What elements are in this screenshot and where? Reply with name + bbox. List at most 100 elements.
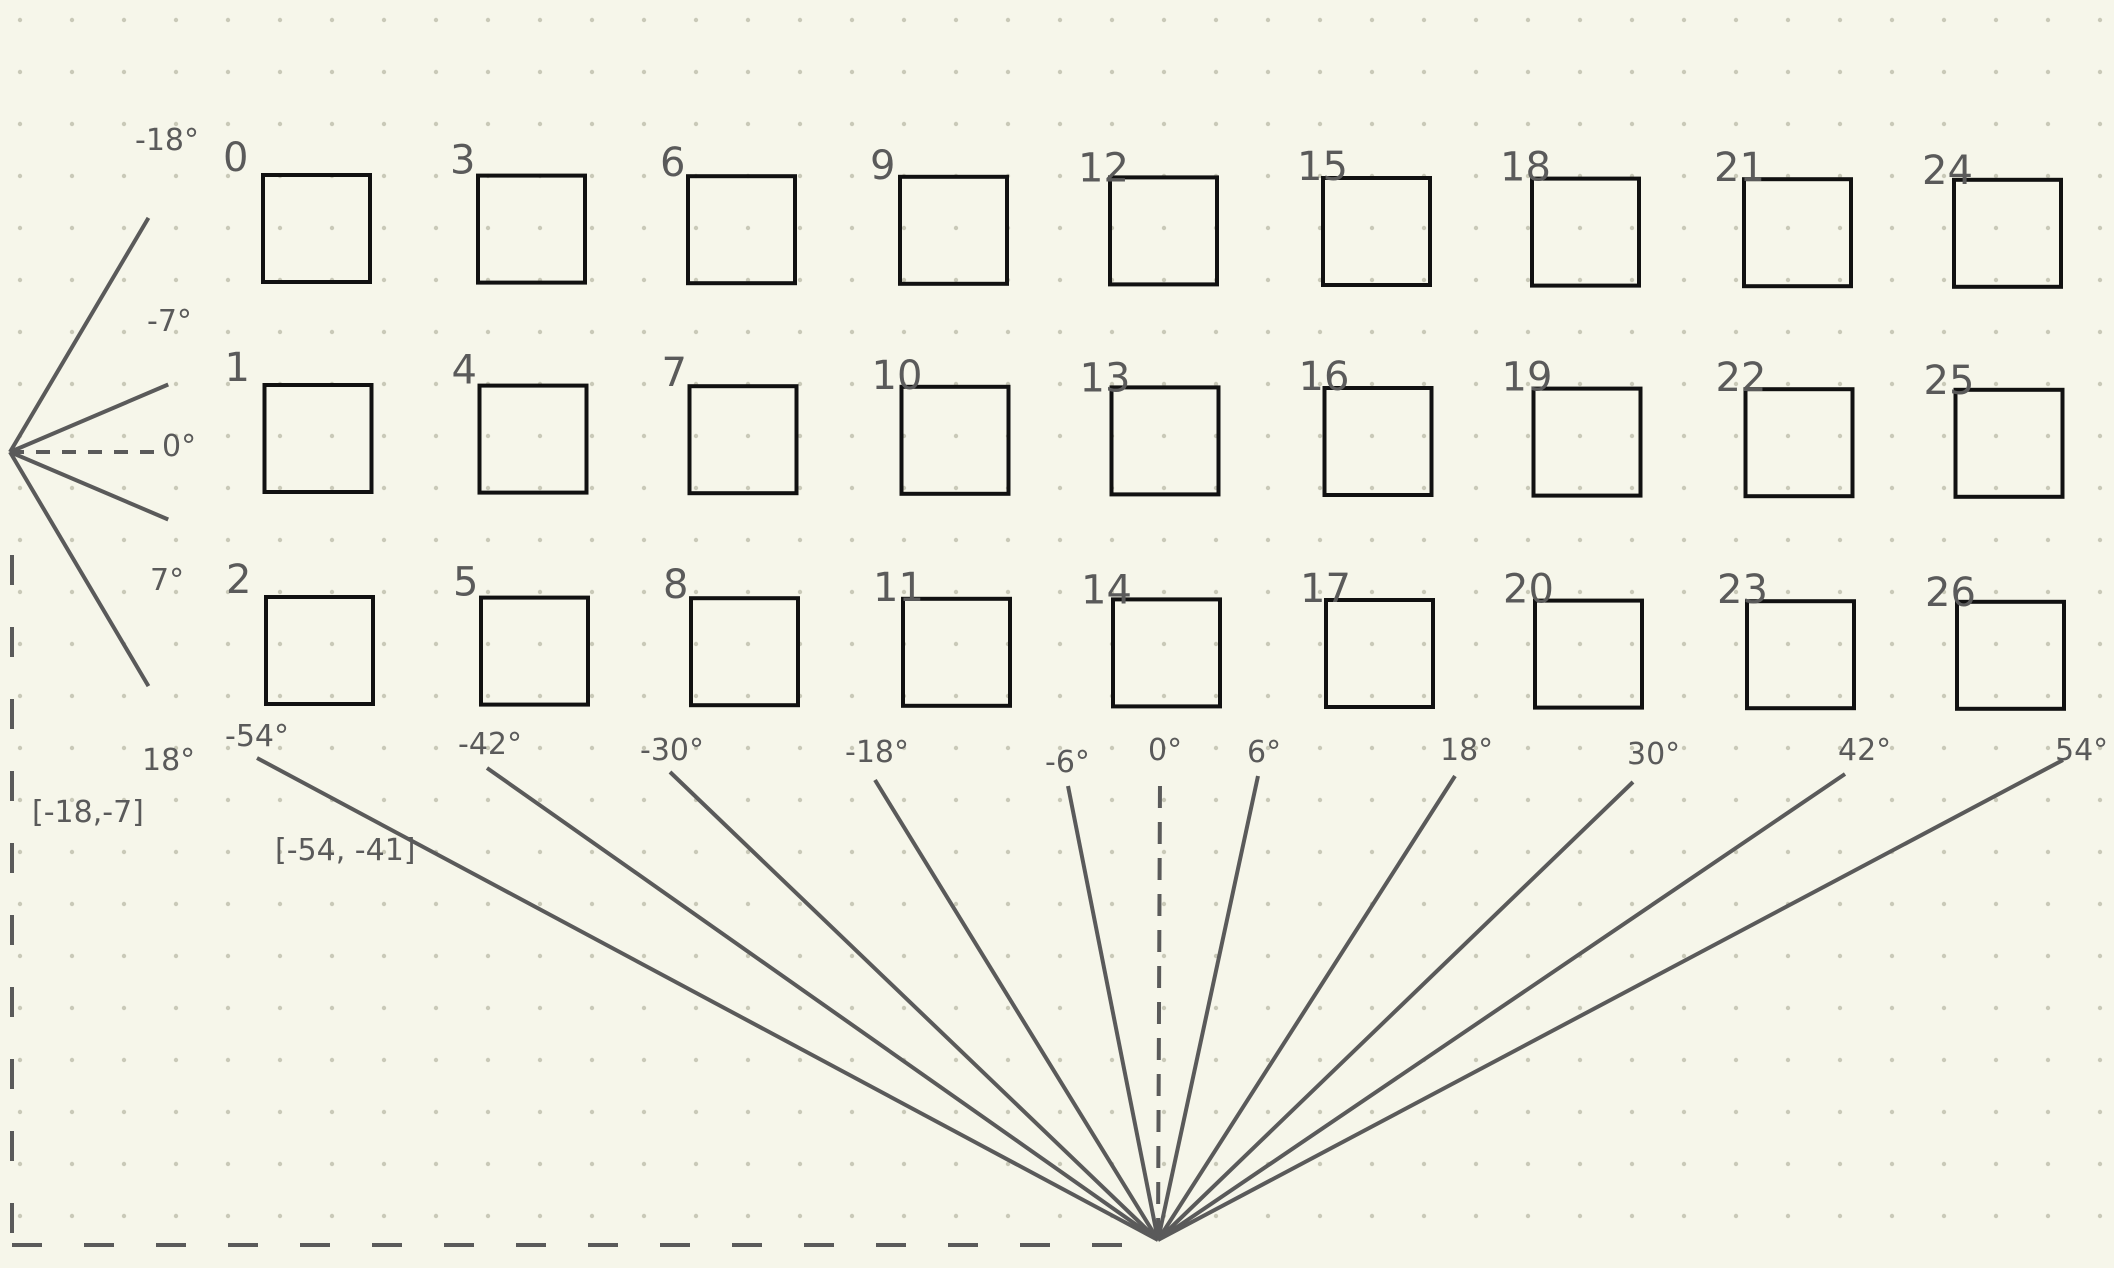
grid-dot <box>1213 1109 1219 1115</box>
box-13 <box>1109 385 1221 497</box>
grid-dot <box>2045 485 2051 491</box>
grid-dot <box>225 693 231 699</box>
grid-dot <box>2097 1057 2103 1063</box>
grid-dot <box>329 1213 335 1219</box>
grid-dot <box>849 589 855 595</box>
grid-dot <box>485 433 491 439</box>
grid-dot <box>1109 1109 1115 1115</box>
grid-dot <box>485 485 491 491</box>
grid-dot <box>1265 849 1271 855</box>
grid-dot <box>1265 173 1271 179</box>
grid-dot <box>1473 381 1479 387</box>
box-label: 0 <box>223 135 248 181</box>
grid-dot <box>1785 381 1791 387</box>
grid-dot <box>69 641 75 647</box>
grid-dot <box>1681 17 1687 23</box>
box-label: 9 <box>870 143 895 189</box>
grid-dot <box>797 1161 803 1167</box>
grid-dot <box>2097 693 2103 699</box>
grid-dot <box>1369 797 1375 803</box>
grid-dot <box>953 537 959 543</box>
grid-dot <box>2045 849 2051 855</box>
grid-dot <box>745 277 751 283</box>
grid-dot <box>485 745 491 751</box>
grid-dot <box>1265 69 1271 75</box>
grid-dot <box>1369 589 1375 595</box>
grid-dot <box>329 1005 335 1011</box>
grid-dot <box>797 537 803 543</box>
grid-dot <box>1629 589 1635 595</box>
grid-dot <box>121 225 127 231</box>
grid-dot <box>849 225 855 231</box>
grid-dot <box>1057 277 1063 283</box>
grid-dot <box>225 745 231 751</box>
grid-dot <box>433 433 439 439</box>
grid-dot <box>537 745 543 751</box>
grid-dot <box>1005 797 1011 803</box>
grid-dot <box>1681 849 1687 855</box>
grid-dot <box>121 121 127 127</box>
grid-dot <box>433 953 439 959</box>
grid-dot <box>329 225 335 231</box>
grid-dot <box>1057 173 1063 179</box>
horizontal-range-label: [-54, -41] <box>275 833 415 868</box>
grid-dot <box>1369 849 1375 855</box>
grid-dot <box>641 537 647 543</box>
grid-dot <box>1421 1109 1427 1115</box>
grid-dot <box>1265 433 1271 439</box>
box-label: 25 <box>1924 358 1975 404</box>
grid-dot <box>433 485 439 491</box>
grid-dot <box>1057 1109 1063 1115</box>
grid-dot <box>849 745 855 751</box>
grid-dot <box>1733 1109 1739 1115</box>
grid-dot <box>69 693 75 699</box>
grid-dot <box>329 589 335 595</box>
horizontal-angle-label: 42° <box>1838 733 1891 768</box>
grid-dot <box>1057 433 1063 439</box>
horizontal-ray <box>1156 779 1162 1241</box>
grid-dot <box>1265 1057 1271 1063</box>
grid-dot <box>1317 641 1323 647</box>
box-label: 20 <box>1503 567 1554 613</box>
grid-dot <box>1941 1057 1947 1063</box>
grid-dot <box>641 693 647 699</box>
grid-dot <box>1317 433 1323 439</box>
grid-dot <box>797 121 803 127</box>
grid-dot <box>1837 849 1843 855</box>
grid-dot <box>485 225 491 231</box>
grid-dot <box>277 589 283 595</box>
grid-dot <box>1889 1109 1895 1115</box>
grid-dot <box>1837 69 1843 75</box>
grid-dot <box>329 433 335 439</box>
grid-dot <box>1265 537 1271 543</box>
grid-dot <box>1421 433 1427 439</box>
grid-dot <box>1941 277 1947 283</box>
grid-dot <box>121 381 127 387</box>
grid-dot <box>1525 69 1531 75</box>
grid-dot <box>1525 953 1531 959</box>
grid-dot <box>797 173 803 179</box>
grid-dot <box>693 225 699 231</box>
grid-dot <box>1577 849 1583 855</box>
grid-dot <box>2097 381 2103 387</box>
grid-dot <box>1785 1005 1791 1011</box>
grid-dot <box>277 225 283 231</box>
grid-dot <box>1473 745 1479 751</box>
grid-dot <box>225 1161 231 1167</box>
grid-dot <box>537 329 543 335</box>
grid-dot <box>1629 1109 1635 1115</box>
grid-dot <box>329 693 335 699</box>
horizontal-angle-label: -6° <box>1045 745 1090 780</box>
grid-dot <box>1005 901 1011 907</box>
grid-dot <box>225 225 231 231</box>
grid-dot <box>2045 537 2051 543</box>
grid-dot <box>1837 537 1843 543</box>
grid-dot <box>2097 745 2103 751</box>
grid-dot <box>1733 745 1739 751</box>
grid-dot <box>1109 849 1115 855</box>
grid-dot <box>17 329 23 335</box>
grid-dot <box>1889 641 1895 647</box>
grid-dot <box>69 849 75 855</box>
grid-dot <box>1993 1109 1999 1115</box>
grid-dot <box>277 329 283 335</box>
